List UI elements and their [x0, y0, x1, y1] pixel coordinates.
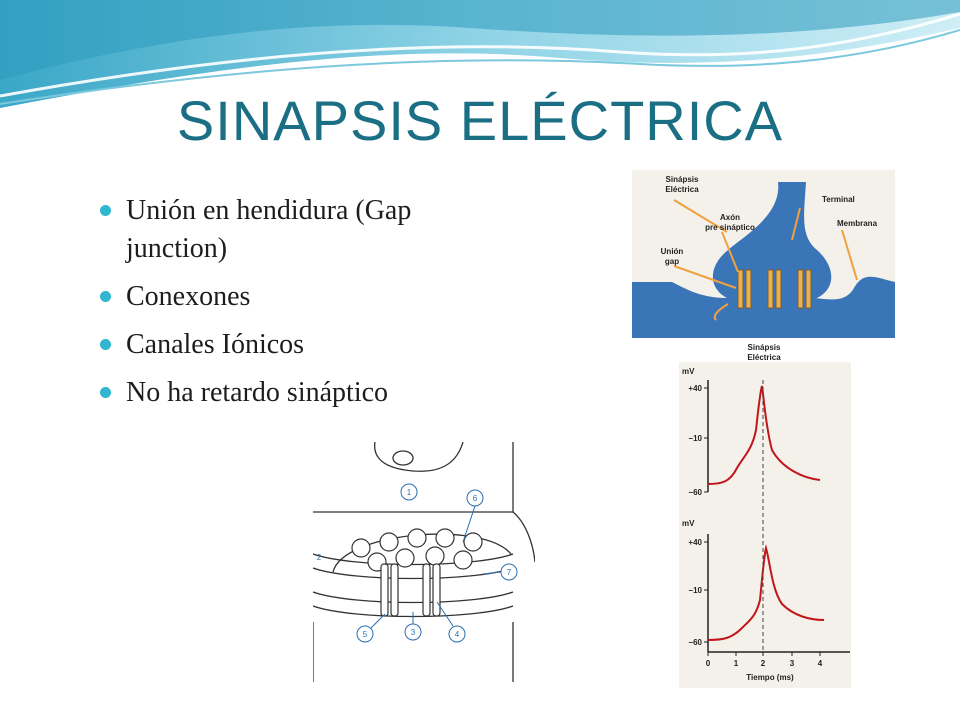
x-tick-label: 3: [790, 659, 795, 668]
connexon-channels: [737, 269, 812, 309]
top-unit-label: mV: [682, 367, 695, 376]
label-presynaptic-axon: Axón: [720, 213, 740, 222]
synapse-diagram: Sinápsis Eléctrica Terminal Axón pre sin…: [632, 170, 895, 338]
label-gap-junction: Unión: [661, 247, 684, 256]
bottom-unit-label: mV: [682, 519, 695, 528]
callout-number: 6: [473, 494, 478, 503]
bullet-item: Canales Iónicos: [100, 326, 480, 364]
callout-number: 1: [407, 488, 412, 497]
top-wave-decoration: [0, 0, 960, 108]
top-panel: mV +40 −10 −60: [682, 367, 821, 497]
bullet-list: Unión en hendidura (Gap junction) Conexo…: [100, 192, 480, 422]
top-tick-label: +40: [688, 384, 702, 393]
bullet-item: Conexones: [100, 278, 480, 316]
bottom-panel: mV +40 −10 −60: [682, 519, 850, 653]
bullet-item: No ha retardo sináptico: [100, 374, 480, 412]
callout-number: 4: [455, 630, 460, 639]
graph-title: Eléctrica: [747, 353, 781, 362]
callout-number: 3: [411, 628, 416, 637]
gap-junction-diagram: 1 6 7 3 4 5 2: [313, 442, 535, 682]
callout-marker: [400, 483, 418, 501]
x-axis: 0 1 2 3 4 Tiempo (ms): [706, 652, 823, 682]
label-terminal: Terminal: [822, 195, 855, 204]
top-tick-label: −10: [688, 434, 702, 443]
x-tick-label: 2: [761, 659, 766, 668]
connexon-array: [351, 528, 483, 572]
callout-marker: [448, 625, 466, 643]
voltage-trace-figure: Sinápsis Eléctrica mV +40 −10 −60 mV +40…: [632, 340, 895, 692]
callout-number: 7: [507, 568, 512, 577]
callout-number: 2: [317, 553, 322, 562]
label-membrane: Membrana: [837, 219, 878, 228]
graph-title: Sinápsis: [748, 343, 781, 352]
callout-number: 5: [363, 630, 368, 639]
callout-marker: [356, 625, 374, 643]
x-tick-label: 1: [734, 659, 739, 668]
x-tick-label: 0: [706, 659, 711, 668]
bottom-tick-label: +40: [688, 538, 702, 547]
bullet-item: Unión en hendidura (Gap junction): [100, 192, 480, 268]
label-presynaptic-axon: pre sináptico: [705, 223, 755, 232]
label-electrical-synapse: Eléctrica: [665, 185, 699, 194]
channel-pores: [380, 563, 441, 617]
x-axis-label: Tiempo (ms): [746, 673, 794, 682]
presynaptic-trace: [707, 385, 821, 485]
label-gap-junction: gap: [665, 257, 679, 266]
top-tick-label: −60: [688, 488, 702, 497]
x-tick-label: 4: [818, 659, 823, 668]
bottom-tick-label: −10: [688, 586, 702, 595]
bottom-tick-label: −60: [688, 638, 702, 647]
label-electrical-synapse: Sinápsis: [666, 175, 699, 184]
slide-title: SINAPSIS ELÉCTRICA: [176, 89, 784, 152]
